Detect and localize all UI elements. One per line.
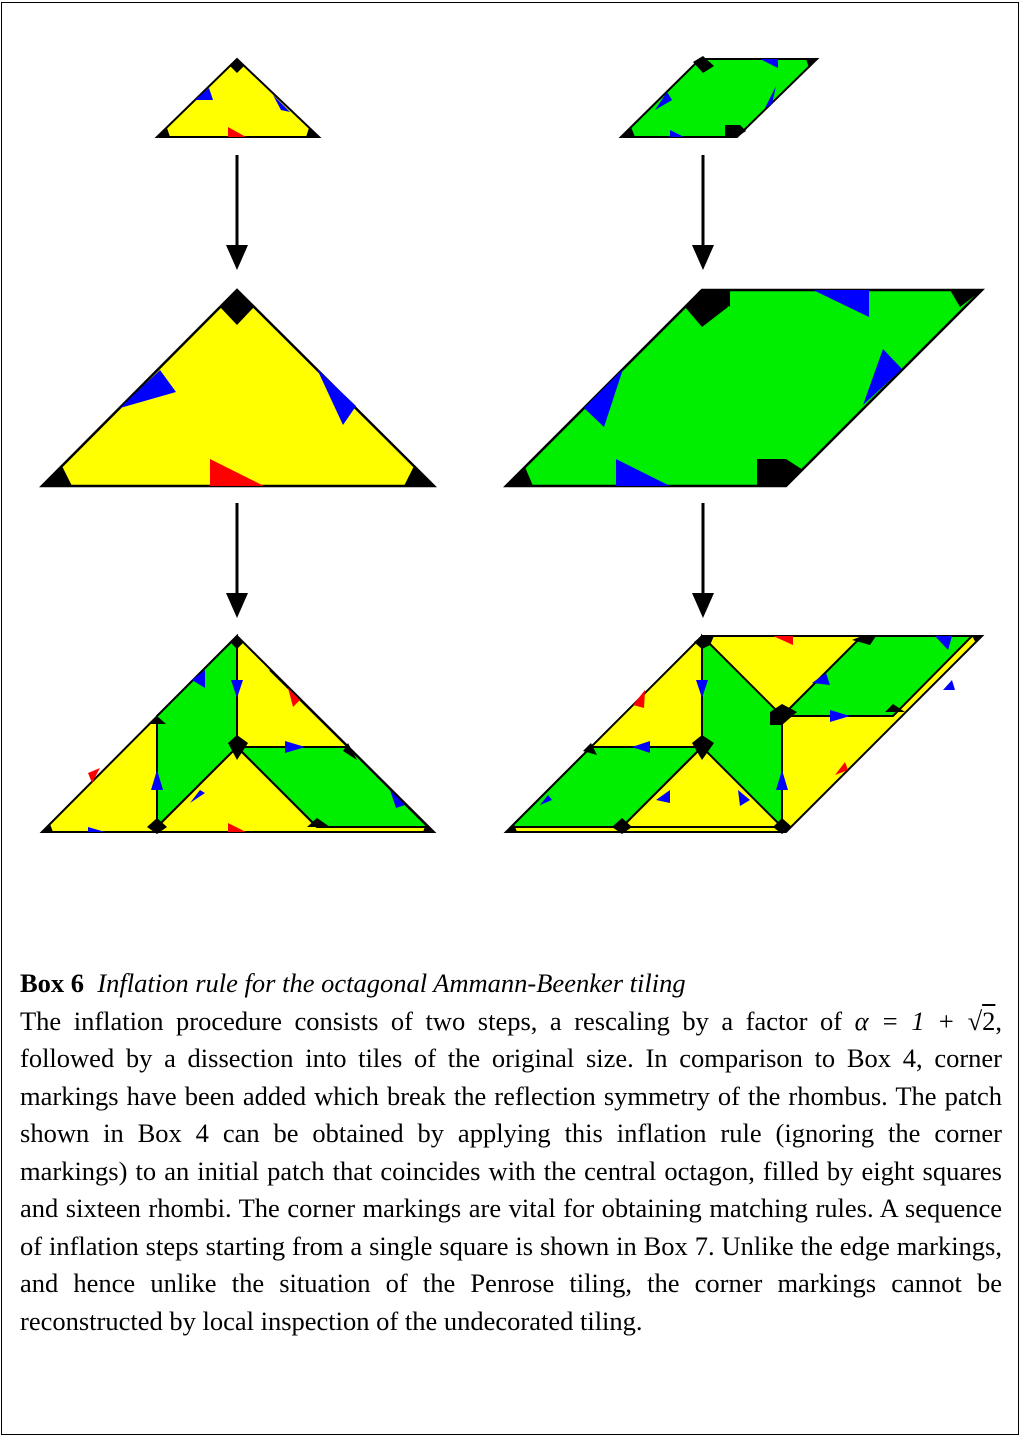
corner-marking <box>633 690 645 708</box>
vertex-marking <box>343 743 357 760</box>
box-title: Inflation rule for the octagonal Ammann-… <box>97 968 686 998</box>
vertex-marking <box>694 636 714 649</box>
vertex-marking <box>852 636 876 645</box>
dissected-rhombus-patch <box>503 633 985 834</box>
edge-marking <box>192 670 205 688</box>
formula-lhs: α = 1 + √ <box>854 1005 983 1036</box>
edge-marking <box>696 680 708 698</box>
vertex-marking <box>306 128 319 137</box>
corner-marking <box>288 688 300 707</box>
vertex-marking <box>583 743 597 755</box>
vertex-marking <box>757 459 803 486</box>
edge-marking <box>656 790 670 803</box>
caption-body: The inflation procedure consists of two … <box>20 1003 1002 1341</box>
corner-marking <box>835 762 848 775</box>
inflation-arrow-right-2 <box>692 503 714 618</box>
inflation-factor-formula: α = 1 + √2 <box>855 1006 996 1036</box>
vertex-marking <box>806 59 817 68</box>
small-rhombus-tile <box>618 56 820 138</box>
dissected-triangle-patch <box>39 633 437 834</box>
vertex-marking <box>42 824 53 832</box>
vertex-marking <box>42 466 72 486</box>
edge-marking <box>390 790 405 808</box>
caption-heading: Box 6 Inflation rule for the octagonal A… <box>20 965 1002 1003</box>
inflation-arrow-left-2 <box>226 503 248 618</box>
edge-marking <box>812 673 830 685</box>
edge-marking <box>863 349 902 405</box>
vertex-marking <box>157 128 170 137</box>
edge-marking <box>670 130 684 137</box>
vertex-marking <box>228 735 248 760</box>
vertex-marking <box>972 636 982 643</box>
edge-marking <box>943 680 955 690</box>
edge-marking <box>738 790 750 806</box>
edge-marking <box>540 795 552 805</box>
caption: Box 6 Inflation rule for the octagonal A… <box>20 965 1002 1340</box>
edge-marking <box>120 370 176 408</box>
vertex-marking <box>147 818 167 834</box>
corner-marking <box>210 459 264 486</box>
vertex-marking <box>700 290 730 307</box>
small-triangle-tile <box>154 57 322 138</box>
edge-marking <box>285 741 305 753</box>
edge-marking <box>760 59 778 68</box>
scaled-rhombus-tile <box>502 288 986 488</box>
vertex-marking <box>885 704 905 712</box>
scaled-triangle-tile <box>38 288 438 488</box>
vertex-marking <box>506 467 533 486</box>
formula-radicand: 2 <box>982 1005 996 1036</box>
box-label: Box 6 <box>20 968 85 998</box>
vertex-marking <box>773 818 792 834</box>
edge-marking <box>584 369 623 427</box>
edge-marking <box>765 86 776 108</box>
edge-marking <box>88 827 105 832</box>
inflation-arrow-left-1 <box>226 155 248 270</box>
edge-marking <box>776 770 788 790</box>
inflation-arrow-right-1 <box>692 155 714 270</box>
vertex-marking <box>692 735 714 760</box>
corner-marking <box>773 636 793 645</box>
vertex-marking <box>404 466 434 486</box>
vertex-marking <box>770 704 797 725</box>
edge-marking <box>655 92 672 110</box>
edge-marking <box>190 790 205 803</box>
vertex-marking <box>950 290 982 307</box>
vertex-marking <box>148 716 166 724</box>
corner-marking <box>228 127 246 137</box>
vertex-marking <box>423 824 434 832</box>
vertex-marking <box>506 824 517 832</box>
vertex-marking <box>230 59 244 73</box>
edge-marking <box>935 636 952 650</box>
edge-marking <box>151 770 163 790</box>
edge-marking <box>317 369 356 425</box>
edge-marking <box>231 680 243 698</box>
edge-marking <box>616 459 670 486</box>
vertex-marking <box>612 818 632 834</box>
corner-marking <box>228 823 246 832</box>
edge-marking <box>273 95 290 112</box>
vertex-marking <box>230 636 244 649</box>
edge-marking <box>632 741 650 753</box>
corner-marking <box>88 768 100 783</box>
vertex-marking <box>725 125 746 137</box>
caption-text-start: The inflation procedure consists of two … <box>20 1005 855 1036</box>
edge-marking <box>830 710 850 722</box>
vertex-marking <box>220 290 254 325</box>
edge-marking <box>195 88 213 100</box>
vertex-marking <box>693 56 714 73</box>
edge-marking <box>813 290 869 317</box>
caption-text-rest: , followed by a dissection into tiles of… <box>20 1005 1002 1336</box>
vertex-marking <box>307 818 330 827</box>
inflation-figure <box>38 56 986 834</box>
vertex-marking <box>621 127 635 137</box>
